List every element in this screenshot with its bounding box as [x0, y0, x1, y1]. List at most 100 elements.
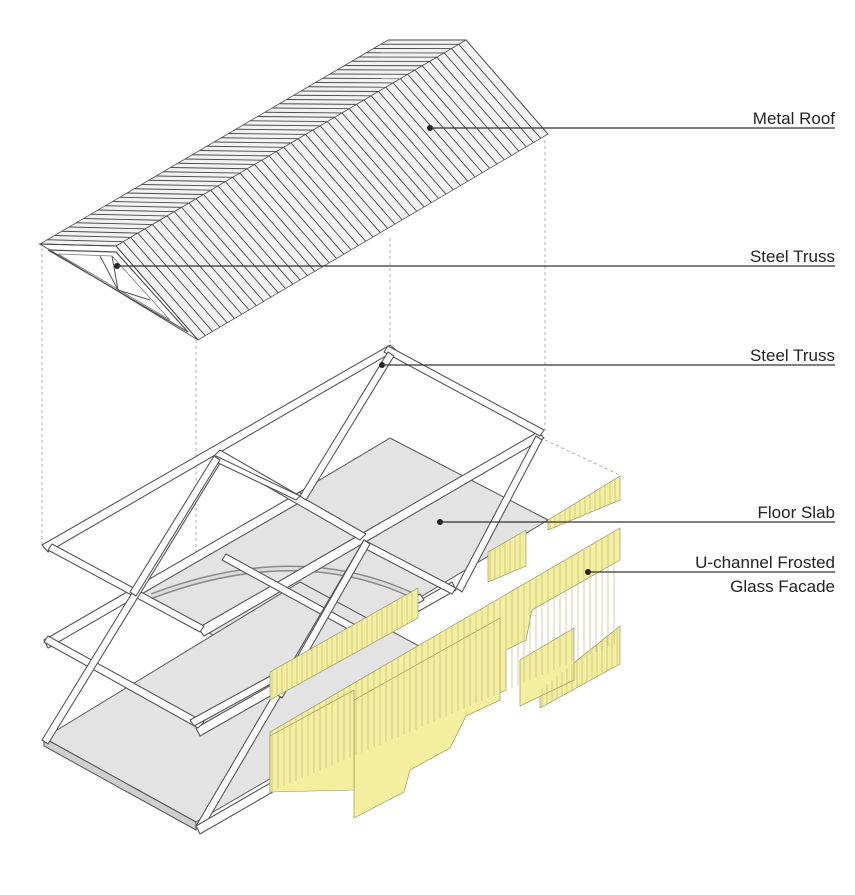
- roof-rib: [264, 111, 343, 114]
- leaders: [114, 125, 835, 575]
- label-facade-line2: Glass Facade: [730, 577, 835, 596]
- metal-roof: [38, 39, 549, 341]
- roof-rib: [319, 125, 403, 221]
- roof-rib: [130, 237, 213, 332]
- roof-rib: [83, 218, 160, 221]
- roof-rib: [126, 192, 204, 195]
- roof-rib: [152, 224, 235, 319]
- roof-rib: [163, 171, 240, 174]
- roof-rib: [429, 61, 512, 156]
- roof-rib: [115, 245, 199, 341]
- label-facade-line1: U-channel Frosted: [695, 553, 835, 572]
- roof-rib: [90, 213, 168, 217]
- roof-rib: [173, 211, 257, 306]
- roof-rib: [148, 179, 226, 183]
- roof-rib: [144, 228, 228, 324]
- roof-rib: [112, 201, 189, 204]
- roof-rib: [271, 107, 350, 110]
- roof-rib: [414, 69, 498, 165]
- roof-rib: [297, 138, 381, 234]
- roof-rib: [170, 167, 248, 170]
- roof-rib: [105, 205, 182, 208]
- roof-rib: [188, 202, 272, 298]
- roof-rib: [203, 194, 286, 289]
- roof-rib: [235, 128, 313, 131]
- roof-rib: [122, 241, 206, 337]
- roof-rib: [239, 172, 323, 268]
- roof-rib: [195, 198, 279, 294]
- roof-rib: [257, 116, 335, 118]
- roof-rib: [392, 82, 476, 178]
- roof-rib: [268, 155, 352, 251]
- roof-rib: [293, 94, 372, 97]
- roof-rib: [300, 90, 379, 92]
- roof-rib: [341, 112, 425, 208]
- labels: Metal Roof Steel Truss Steel Truss Floor…: [695, 109, 835, 596]
- roof-rib: [279, 103, 357, 105]
- roof-rib: [334, 116, 418, 212]
- roof-rib: [385, 86, 469, 182]
- roof-rib: [166, 215, 250, 311]
- main-steel-truss: [41, 344, 545, 835]
- roof-rib: [184, 158, 262, 161]
- roof-rib: [68, 226, 146, 230]
- roof-rib: [458, 43, 542, 139]
- roof-rib: [47, 239, 124, 243]
- roof-rib: [228, 133, 306, 135]
- roof-rib: [192, 154, 270, 157]
- roof-rib: [246, 168, 330, 264]
- roof-steel-truss: [47, 249, 189, 333]
- roof-rib: [210, 189, 294, 285]
- roof-rib: [290, 142, 374, 238]
- roof-rib: [206, 145, 284, 148]
- roof-ribs: [39, 39, 549, 341]
- roof-rib: [181, 207, 264, 302]
- roof-rib: [250, 120, 328, 122]
- label-floor-slab: Floor Slab: [758, 503, 835, 522]
- roof-rib: [61, 230, 138, 234]
- roof-rib: [137, 232, 221, 328]
- roof-rib: [213, 141, 292, 144]
- roof-rib: [134, 188, 211, 191]
- roof-rib: [356, 104, 439, 199]
- label-steel-truss-roof: Steel Truss: [750, 247, 835, 266]
- roof-rib: [159, 219, 243, 315]
- roof-rib: [465, 39, 549, 135]
- roof-rib: [221, 137, 299, 140]
- roof-rib: [76, 222, 153, 225]
- roof-rib: [97, 209, 175, 213]
- roof-rib: [421, 65, 505, 161]
- roof-rib: [283, 146, 367, 242]
- roof-rib: [370, 95, 454, 191]
- roof-rib: [217, 185, 301, 281]
- roof-rib: [232, 177, 316, 272]
- roof-rib: [443, 52, 527, 148]
- roof-rib: [286, 99, 364, 101]
- roof-rib: [276, 151, 359, 246]
- roof-rib: [119, 196, 197, 200]
- roof-rib: [54, 235, 131, 238]
- roof-rib: [327, 121, 410, 216]
- roof-rib: [400, 78, 483, 173]
- roof-rib: [348, 108, 432, 203]
- label-steel-truss-main: Steel Truss: [750, 346, 835, 365]
- roof-rib: [261, 159, 345, 255]
- roof-rib: [407, 74, 491, 169]
- roof-rib: [39, 243, 117, 247]
- roof-rib: [242, 124, 321, 127]
- label-metal-roof: Metal Roof: [753, 109, 835, 128]
- roof-rib: [199, 150, 277, 153]
- roof-rib: [312, 129, 396, 225]
- roof-rib: [177, 162, 255, 165]
- roof-rib: [378, 91, 461, 186]
- glass-channels: [271, 479, 618, 792]
- roof-rib: [363, 99, 447, 195]
- roof-rib: [141, 184, 219, 187]
- roof-rib: [155, 175, 233, 178]
- u-channel-glass-facade: [269, 475, 621, 819]
- roof-rib: [254, 164, 337, 259]
- roof-rib: [305, 134, 388, 229]
- roof-rib: [436, 56, 520, 152]
- roof-rib: [225, 181, 308, 276]
